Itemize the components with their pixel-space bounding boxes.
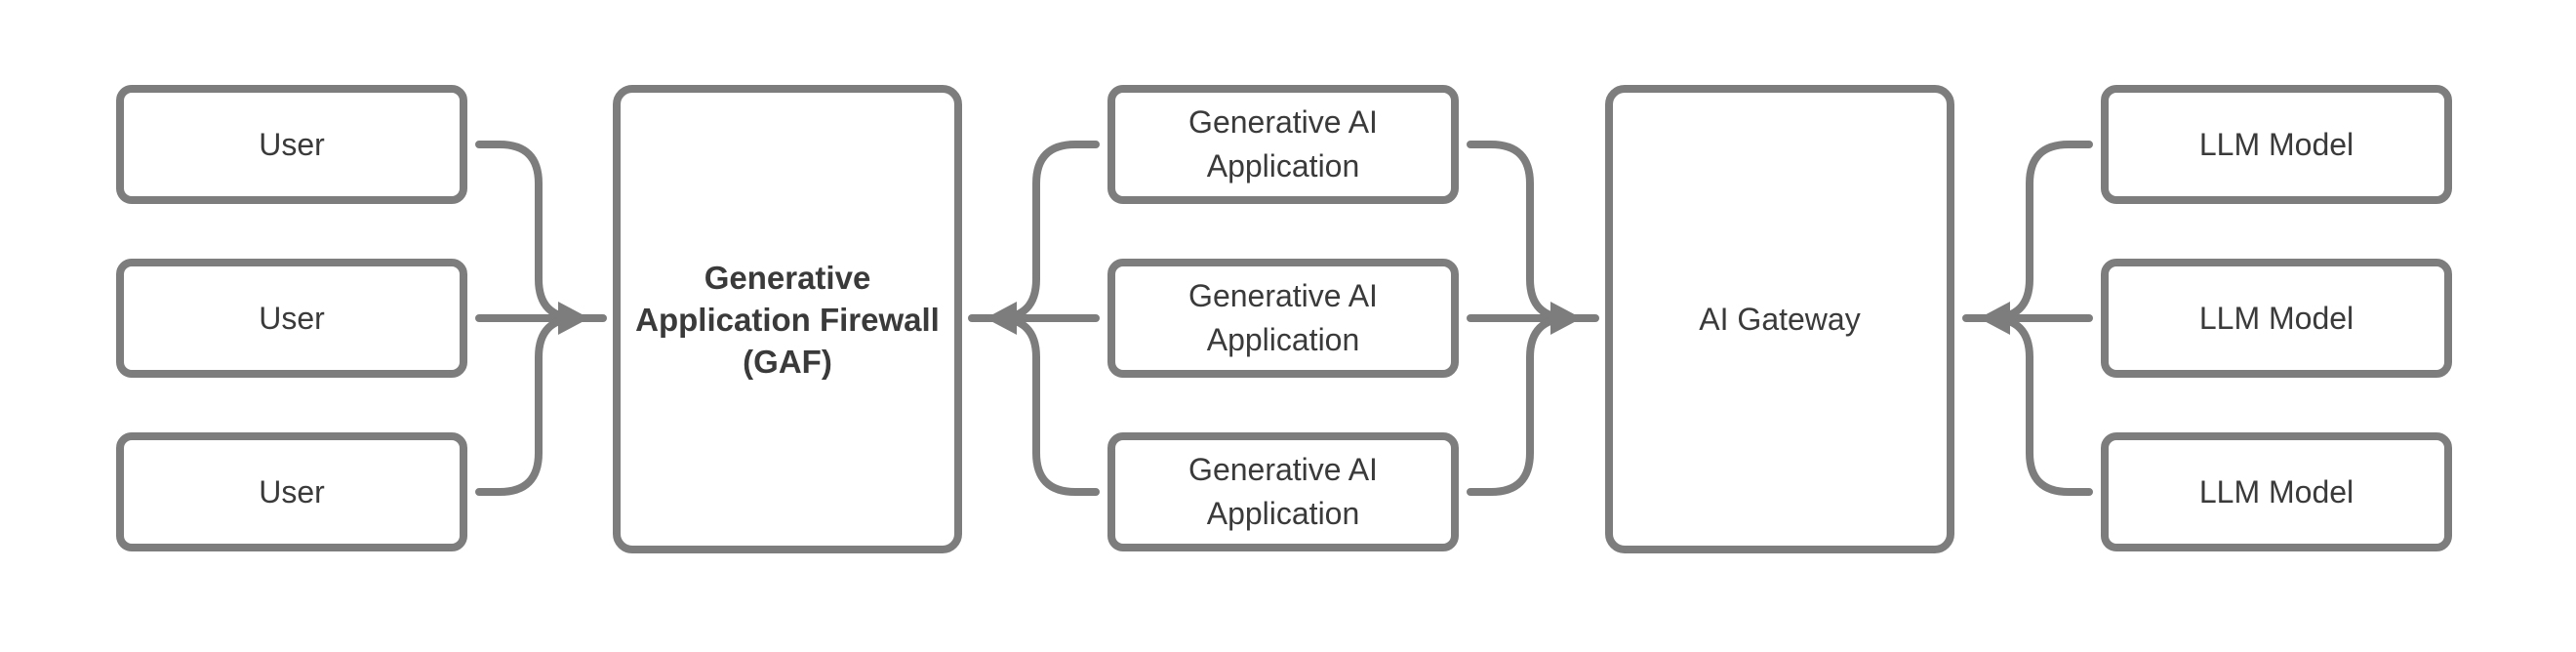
edge-apps-to-gateway: [1467, 141, 1599, 496]
node-gaf: Generative Application Firewall (GAF): [613, 85, 962, 553]
node-llm-3: LLM Model: [2101, 432, 2452, 551]
node-llm-1: LLM Model: [2101, 85, 2452, 204]
arrowhead-into-gateway-right: [1979, 302, 2010, 335]
node-user-1-label: User: [259, 126, 325, 162]
node-genai-app-2: Generative AI Application: [1107, 259, 1459, 378]
node-gaf-label-line-1: Generative: [704, 259, 871, 296]
edge-llm1-curve: [1987, 141, 2093, 322]
edge-app1-curve-right: [1467, 141, 1573, 322]
node-genai-app-1-label-line-1: Generative AI: [1188, 104, 1378, 140]
edge-app1-curve: [993, 141, 1100, 322]
node-llm-2: LLM Model: [2101, 259, 2452, 378]
node-genai-app-3-label-line-1: Generative AI: [1188, 452, 1378, 487]
node-genai-app-2-label-line-2: Application: [1206, 322, 1360, 357]
node-user-3-label: User: [259, 473, 325, 509]
node-genai-app-1: Generative AI Application: [1107, 85, 1459, 204]
node-gaf-label-line-3: (GAF): [743, 343, 832, 380]
node-ai-gateway: AI Gateway: [1605, 85, 1954, 553]
node-llm-3-label: LLM Model: [2198, 473, 2355, 509]
edge-apps-to-gaf: [968, 141, 1100, 496]
edge-llm3-curve: [1987, 314, 2093, 496]
node-ai-gateway-label: AI Gateway: [1699, 301, 1861, 337]
edge-user1-curve: [475, 141, 582, 322]
node-user-2-label: User: [259, 300, 325, 336]
arrowhead-into-gaf-right: [986, 302, 1017, 335]
node-llm-1-label: LLM Model: [2198, 126, 2355, 162]
edge-users-to-gaf: [475, 141, 607, 496]
arrowhead-into-gaf-left: [558, 302, 589, 335]
node-llm-2-label: LLM Model: [2198, 300, 2355, 336]
node-genai-app-3: Generative AI Application: [1107, 432, 1459, 551]
edge-user3-curve: [475, 314, 582, 496]
node-genai-app-3-label-line-2: Application: [1206, 496, 1360, 531]
node-user-3: User: [116, 432, 467, 551]
edge-llms-to-gateway: [1962, 141, 2093, 496]
edge-app3-curve: [993, 314, 1100, 496]
node-user-1: User: [116, 85, 467, 204]
node-genai-app-2-label-line-1: Generative AI: [1188, 278, 1378, 313]
node-genai-app-1-label-line-2: Application: [1206, 148, 1360, 183]
arrowhead-into-gateway-left: [1550, 302, 1582, 335]
node-gaf-label-line-2: Application Firewall: [635, 301, 940, 338]
node-user-2: User: [116, 259, 467, 378]
edge-app3-curve-right: [1467, 314, 1573, 496]
